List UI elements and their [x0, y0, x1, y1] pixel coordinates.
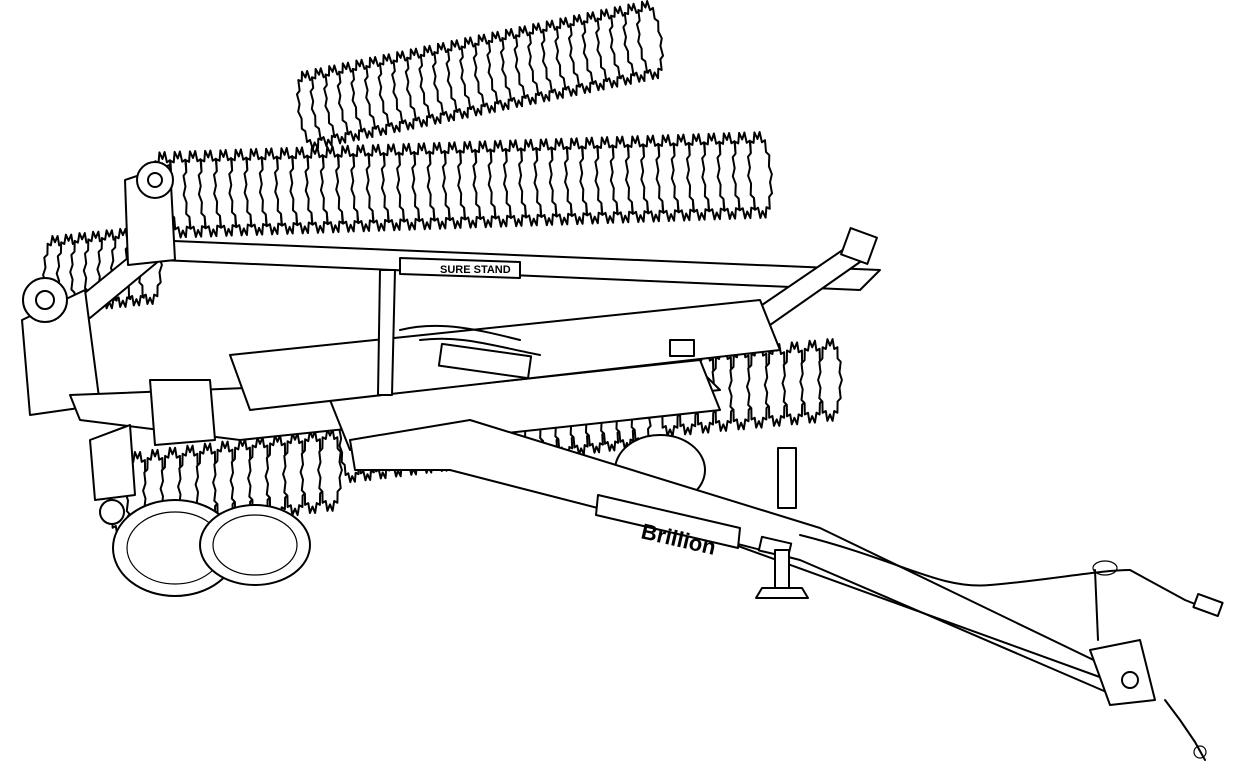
roller-disc: [746, 344, 772, 429]
left-bracket: [149, 379, 216, 446]
jack-foot: [755, 587, 809, 599]
roller-disc: [317, 428, 343, 512]
hitch-tongue: Brillion: [349, 419, 1224, 761]
roller-upper-wing: [151, 131, 774, 239]
upper-frame: SURE STAND: [21, 161, 881, 416]
roller-disc: [728, 346, 754, 431]
arm-end-cap: [840, 227, 878, 265]
roller-top-rear: [295, 0, 665, 150]
wheel-right: [199, 504, 311, 586]
wheel-hub: [99, 499, 125, 525]
roller-disc: [763, 343, 790, 427]
hose-run: [799, 534, 1131, 587]
brand-decal-panel: [595, 494, 741, 549]
tongue-beam: [349, 419, 1136, 701]
wheel-hub-plate: [89, 424, 136, 501]
parking-jack-post: [777, 447, 797, 509]
center-post: [377, 269, 396, 396]
hitch-pin: [1121, 671, 1139, 689]
decal-text: SURE STAND: [440, 264, 511, 276]
safety-chain: [1164, 699, 1206, 761]
roller-disc: [781, 341, 808, 426]
jack-stand: [774, 549, 790, 591]
roller-disc: [799, 339, 826, 424]
decal-panel: [399, 257, 521, 279]
roller-disc: [746, 131, 774, 219]
decal-block: [669, 339, 695, 357]
hose-support: [1094, 569, 1099, 641]
hydraulic-hose-2: [419, 337, 541, 356]
roller-disc: [635, 0, 665, 80]
hydraulic-cylinder: [437, 342, 533, 380]
roller-disc: [817, 338, 843, 422]
hose-coupler: [1192, 592, 1224, 618]
hydraulic-hose-1: [399, 324, 521, 341]
hitch-clevis: [1089, 639, 1156, 706]
